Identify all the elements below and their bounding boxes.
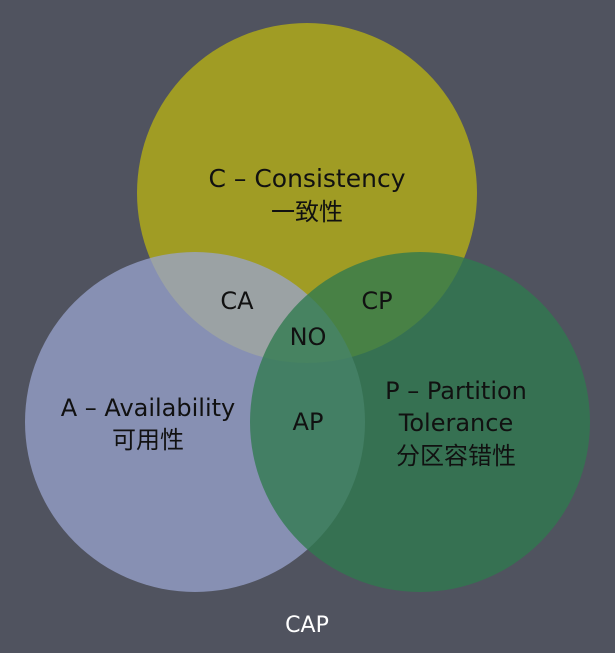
partition-subtitle: 分区容错性 (396, 442, 516, 470)
intersection-center-label: NO (290, 323, 327, 351)
partition-label: P – Partition (385, 377, 527, 405)
partition-label-line2: Tolerance (398, 409, 513, 437)
diagram-caption: CAP (285, 613, 329, 638)
consistency-subtitle: 一致性 (271, 198, 343, 226)
availability-subtitle: 可用性 (112, 426, 184, 454)
consistency-label: C – Consistency (208, 164, 405, 193)
intersection-cp-label: CP (361, 287, 392, 315)
partition-circle (250, 252, 590, 592)
intersection-ap-label: AP (293, 408, 324, 436)
intersection-ca-label: CA (220, 287, 254, 315)
availability-label: A – Availability (61, 394, 236, 422)
